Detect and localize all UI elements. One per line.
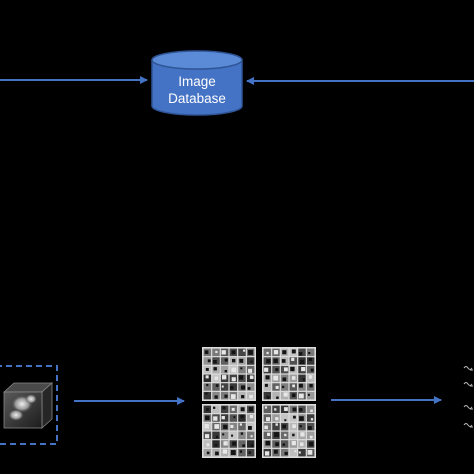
- database-label-line1: Image: [178, 74, 216, 89]
- output-feature-labels-icon: [463, 366, 473, 428]
- input-volume: [0, 365, 58, 445]
- feature-map-panel: [262, 347, 316, 401]
- feature-map-panel: [202, 347, 256, 401]
- database-label-line2: Database: [168, 91, 226, 106]
- feature-map-panel: [262, 404, 316, 458]
- output-label-mark: [463, 366, 473, 371]
- feature-map-panel: [202, 404, 256, 458]
- feature-map-grid-icon: [202, 347, 316, 458]
- output-label-mark: [463, 382, 473, 387]
- image-database[interactable]: Image Database: [151, 50, 243, 116]
- top-flow-arrows: [0, 76, 474, 85]
- output-label-mark: [463, 423, 473, 428]
- 3d-volume-cube-icon: [2, 382, 54, 429]
- input-dashed-box: [0, 365, 58, 445]
- output-label-mark: [463, 405, 473, 410]
- cylinder-database-icon: [151, 50, 243, 116]
